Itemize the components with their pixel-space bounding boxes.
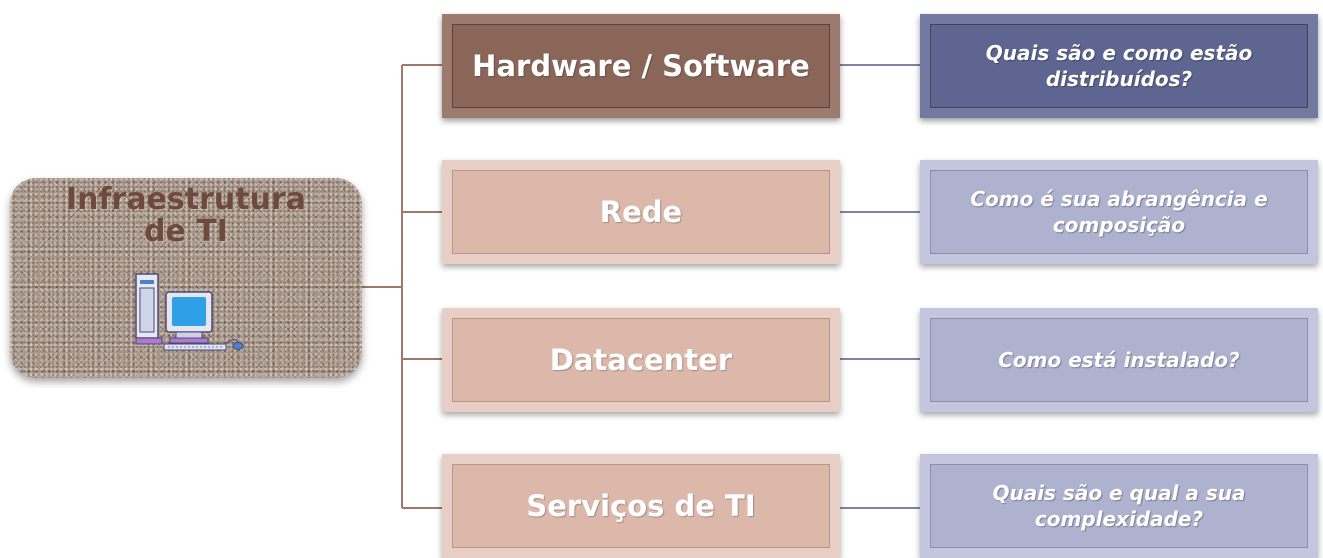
desktop-computer-icon (135, 273, 244, 351)
branch-label: Datacenter (549, 343, 733, 377)
root-title-line2: de TI (144, 214, 228, 249)
question-text: Quais são e como estão distribuídos? (985, 41, 1253, 91)
question-servicos-de-ti: Quais são e qual a sua complexidade? (920, 454, 1318, 558)
branch-datacenter: Datacenter (442, 308, 840, 412)
branch-rede: Rede (442, 160, 840, 264)
root-title-line1: Infraestrutura (65, 182, 307, 217)
root-title: Infraestrutura de TI (10, 184, 362, 248)
question-text: Quais são e qual a sua complexidade? (992, 481, 1246, 531)
branch-label: Rede (599, 195, 683, 229)
question-text: Como está instalado? (998, 348, 1240, 372)
question-hardware-software: Quais são e como estão distribuídos? (920, 14, 1318, 118)
question-datacenter: Como está instalado? (920, 308, 1318, 412)
branch-label: Serviços de TI (526, 489, 756, 523)
question-rede: Como é sua abrangência e composição (920, 160, 1318, 264)
branch-hardware-software: Hardware / Software (442, 14, 840, 118)
branch-servicos-de-ti: Serviços de TI (442, 454, 840, 558)
root-node-infraestrutura: Infraestrutura de TI (10, 178, 362, 378)
question-text: Como é sua abrangência e composição (970, 187, 1268, 237)
branch-label: Hardware / Software (472, 49, 810, 83)
